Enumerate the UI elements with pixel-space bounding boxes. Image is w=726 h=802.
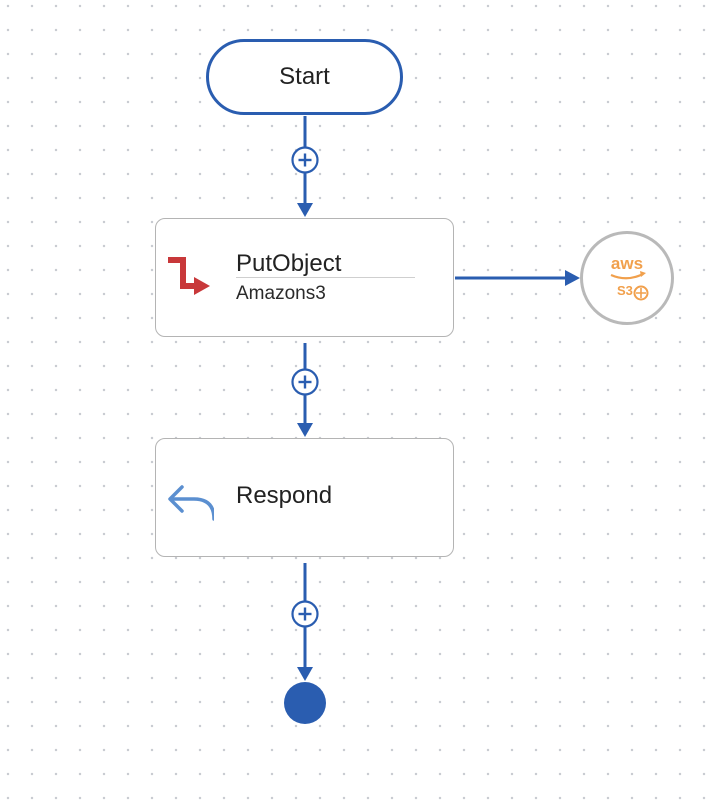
reply-icon	[164, 474, 216, 524]
aws-s3-connector-badge[interactable]: aws S3	[580, 231, 674, 325]
add-step-button[interactable]	[291, 368, 319, 396]
aws-s3-icon: aws S3	[610, 254, 649, 301]
start-node[interactable]: Start	[206, 39, 403, 115]
start-label: Start	[279, 63, 330, 90]
step-card-respond[interactable]: Respond	[155, 438, 454, 557]
step-subtitle: Amazons3	[236, 283, 326, 304]
svg-text:S3: S3	[617, 283, 633, 298]
step-title: Respond	[236, 482, 333, 509]
plus-circle-icon	[291, 368, 319, 396]
add-step-button[interactable]	[291, 600, 319, 628]
svg-text:aws: aws	[611, 254, 643, 273]
step-card-putobject[interactable]: PutObject Amazons3	[155, 218, 454, 337]
end-node[interactable]	[284, 682, 326, 724]
step-title: PutObject	[236, 250, 342, 277]
title-divider	[236, 277, 415, 278]
action-arrow-icon	[164, 253, 214, 303]
add-step-button[interactable]	[291, 146, 319, 174]
plus-circle-icon	[291, 146, 319, 174]
plus-circle-icon	[291, 600, 319, 628]
